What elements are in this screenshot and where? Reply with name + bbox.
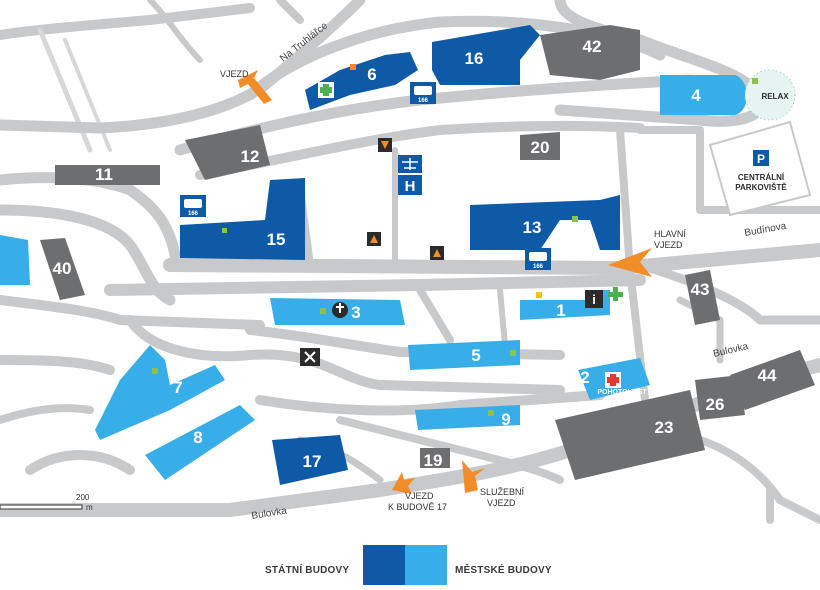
entrance-label-sluzebni-1: SLUŽEBNÍ [480, 487, 525, 497]
red-cross-icon [605, 372, 621, 388]
svg-text:166: 166 [418, 98, 429, 104]
emergency-label: POHOTOVOST [597, 389, 647, 396]
parking-label-2: PARKOVIŠTĚ [735, 183, 787, 192]
building-5-label: 5 [471, 346, 480, 365]
other-buildings [40, 25, 815, 480]
central-parking: P CENTRÁLNÍ PARKOVIŠTĚ [708, 120, 812, 217]
entrance-arrows [238, 70, 652, 494]
info-icon: i [585, 290, 603, 308]
building-23-label: 23 [655, 418, 674, 437]
building-16-label: 16 [465, 49, 484, 68]
svg-text:P: P [757, 152, 765, 166]
chapel-icon [332, 302, 348, 318]
parking-icon [753, 150, 769, 166]
relax-label: RELAX [761, 92, 789, 101]
building-9-label: 9 [501, 410, 510, 429]
building-40-label: 40 [53, 259, 72, 278]
building-1-shape [520, 290, 610, 320]
building-left-shape [0, 235, 30, 285]
entrance-arrow-sluzebni [462, 460, 485, 493]
building-6-label: 6 [367, 65, 376, 84]
legend-city-label: MĚSTSKÉ BUDOVY [455, 565, 552, 576]
legend-state-label: STÁTNÍ BUDOVY [265, 565, 350, 576]
building-8-shape [145, 405, 255, 480]
building-13-shape [470, 195, 620, 250]
helipad-icon: H [398, 155, 422, 195]
building-43-label: 43 [691, 280, 710, 299]
building-19-label: 19 [424, 451, 443, 470]
bus-stop-icon-1: 166 [410, 82, 436, 104]
building-44-label: 44 [758, 366, 777, 385]
entrance-label-sluzebni-2: VJEZD [487, 498, 516, 508]
scale-unit: m [86, 503, 93, 512]
building-1-label: 1 [556, 301, 565, 320]
green-cross-icon [318, 82, 334, 98]
entrance-arrow-k17 [392, 472, 415, 494]
svg-text:i: i [592, 292, 596, 307]
entrance-arrow-hlavni [608, 248, 652, 277]
svg-text:166: 166 [533, 264, 544, 270]
entrance-arrow-vjezd [238, 70, 272, 104]
building-4-shape [660, 75, 748, 115]
entrance-label-k17-1: VJEZD [405, 491, 434, 501]
svg-text:H: H [405, 178, 416, 195]
legend-state-swatch [363, 545, 405, 585]
accent-markers [152, 64, 758, 416]
building-2-label: 2 [580, 368, 589, 387]
building-numbers: 16 6 42 4 20 12 11 15 13 40 43 3 1 5 2 4… [53, 37, 777, 471]
bus-stop-icon-3: 166 [525, 248, 551, 270]
building-5-shape [408, 340, 520, 370]
entrance-label-vjezd: VJEZD [220, 69, 249, 79]
entrance-label-hlavni-2: VJEZD [654, 240, 683, 250]
building-15-label: 15 [267, 230, 286, 249]
scale-bar: 200 m [0, 493, 93, 512]
building-17-shape [272, 435, 348, 485]
building-20-label: 20 [531, 138, 550, 157]
street-budinova: Budínova [744, 221, 788, 239]
building-7-shape [95, 345, 225, 440]
relax-area: RELAX [744, 69, 796, 121]
building-3-label: 3 [351, 303, 360, 322]
building-8-label: 8 [193, 428, 202, 447]
building-15-shape [180, 178, 305, 260]
direction-sign-icons [367, 138, 444, 260]
building-11-label: 11 [95, 165, 113, 184]
restaurant-icon [300, 348, 320, 366]
green-cross-icon-2 [608, 287, 623, 301]
building-12-label: 12 [241, 147, 260, 166]
building-42-label: 42 [583, 37, 602, 56]
parking-label-1: CENTRÁLNÍ [738, 173, 785, 182]
scale-value: 200 [76, 493, 90, 502]
entrance-label-hlavni-1: HLAVNÍ [654, 229, 686, 239]
legend-city-swatch [405, 545, 447, 585]
svg-text:166: 166 [188, 211, 199, 217]
building-4-label: 4 [691, 86, 701, 105]
building-17-label: 17 [303, 452, 322, 471]
building-26-label: 26 [706, 395, 725, 414]
building-13-label: 13 [523, 218, 542, 237]
bus-stop-icon-2: 166 [180, 195, 206, 217]
entrance-label-k17-2: K BUDOVĚ 17 [388, 502, 447, 512]
building-16-shape [432, 25, 540, 85]
building-7-label: 7 [173, 378, 182, 397]
